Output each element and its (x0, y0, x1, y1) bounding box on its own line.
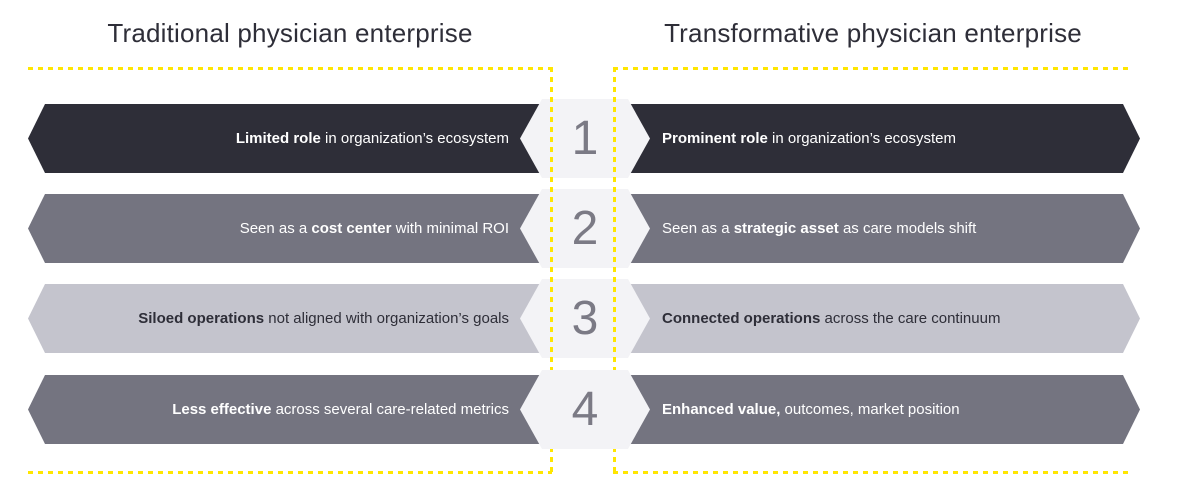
left-dashed-border-bottom (28, 471, 552, 474)
left-band: Less effective across several care-relat… (28, 375, 584, 444)
text-post: in organization’s ecosystem (320, 129, 509, 147)
left-band: Seen as a cost center with minimal ROI (28, 194, 584, 263)
left-band-text: Less effective across several care-relat… (172, 400, 509, 420)
right-dashed-border-top (613, 67, 1133, 70)
text-bold: Enhanced value, (662, 400, 781, 418)
right-band: Enhanced value, outcomes, market positio… (584, 375, 1140, 444)
right-band-text: Seen as a strategic asset as care models… (662, 219, 976, 239)
text-post: with minimal ROI (391, 219, 509, 237)
text-pre: Seen as a (239, 219, 312, 237)
right-band-text: Prominent role in organization’s ecosyst… (662, 129, 956, 149)
text-post: across the care continuum (820, 309, 1001, 327)
right-column-title: Transformative physician enterprise (664, 18, 1082, 48)
step-number-hexagon: 3 (520, 279, 650, 358)
comparison-row: Less effective across several care-relat… (0, 375, 1200, 444)
text-bold: Less effective (172, 400, 272, 418)
comparison-row: Seen as a cost center with minimal ROI S… (0, 194, 1200, 263)
left-band: Limited role in organization’s ecosystem (28, 104, 584, 173)
step-number: 1 (571, 112, 599, 165)
right-band-text: Enhanced value, outcomes, market positio… (662, 400, 960, 420)
right-band: Seen as a strategic asset as care models… (584, 194, 1140, 263)
text-post: across several care-related metrics (271, 400, 509, 418)
step-number: 2 (571, 202, 599, 255)
left-band: Siloed operations not aligned with organ… (28, 284, 584, 353)
text-bold: Siloed operations (138, 309, 265, 327)
step-number-hexagon: 4 (520, 370, 650, 449)
right-band: Connected operations across the care con… (584, 284, 1140, 353)
left-band-text: Seen as a cost center with minimal ROI (240, 219, 509, 239)
step-number-hexagon: 1 (520, 99, 650, 178)
text-post: as care models shift (838, 219, 977, 237)
comparison-row: Siloed operations not aligned with organ… (0, 284, 1200, 353)
left-band-text: Limited role in organization’s ecosystem (236, 129, 509, 149)
left-dashed-border-top (28, 67, 552, 70)
left-dashed-border-right (550, 67, 553, 474)
comparison-row: Limited role in organization’s ecosystem… (0, 104, 1200, 173)
right-dashed-border-bottom (613, 471, 1133, 474)
text-post: in organization’s ecosystem (767, 129, 957, 147)
text-post: not aligned with organization’s goals (264, 309, 509, 327)
step-number-hexagon: 2 (520, 189, 650, 268)
text-bold: Limited role (235, 129, 321, 147)
left-column-title: Traditional physician enterprise (107, 18, 473, 48)
text-bold: Connected operations (662, 309, 821, 327)
text-bold: cost center (311, 219, 392, 237)
text-post: outcomes, market position (780, 400, 960, 418)
left-band-text: Siloed operations not aligned with organ… (138, 309, 509, 329)
step-number: 4 (571, 383, 599, 436)
right-dashed-border-left (613, 67, 616, 474)
right-band: Prominent role in organization’s ecosyst… (584, 104, 1140, 173)
text-pre: Seen as a (662, 219, 734, 237)
right-band-text: Connected operations across the care con… (662, 309, 1000, 329)
text-bold: Prominent role (662, 129, 768, 147)
text-bold: strategic asset (733, 219, 839, 237)
step-number: 3 (571, 292, 599, 345)
